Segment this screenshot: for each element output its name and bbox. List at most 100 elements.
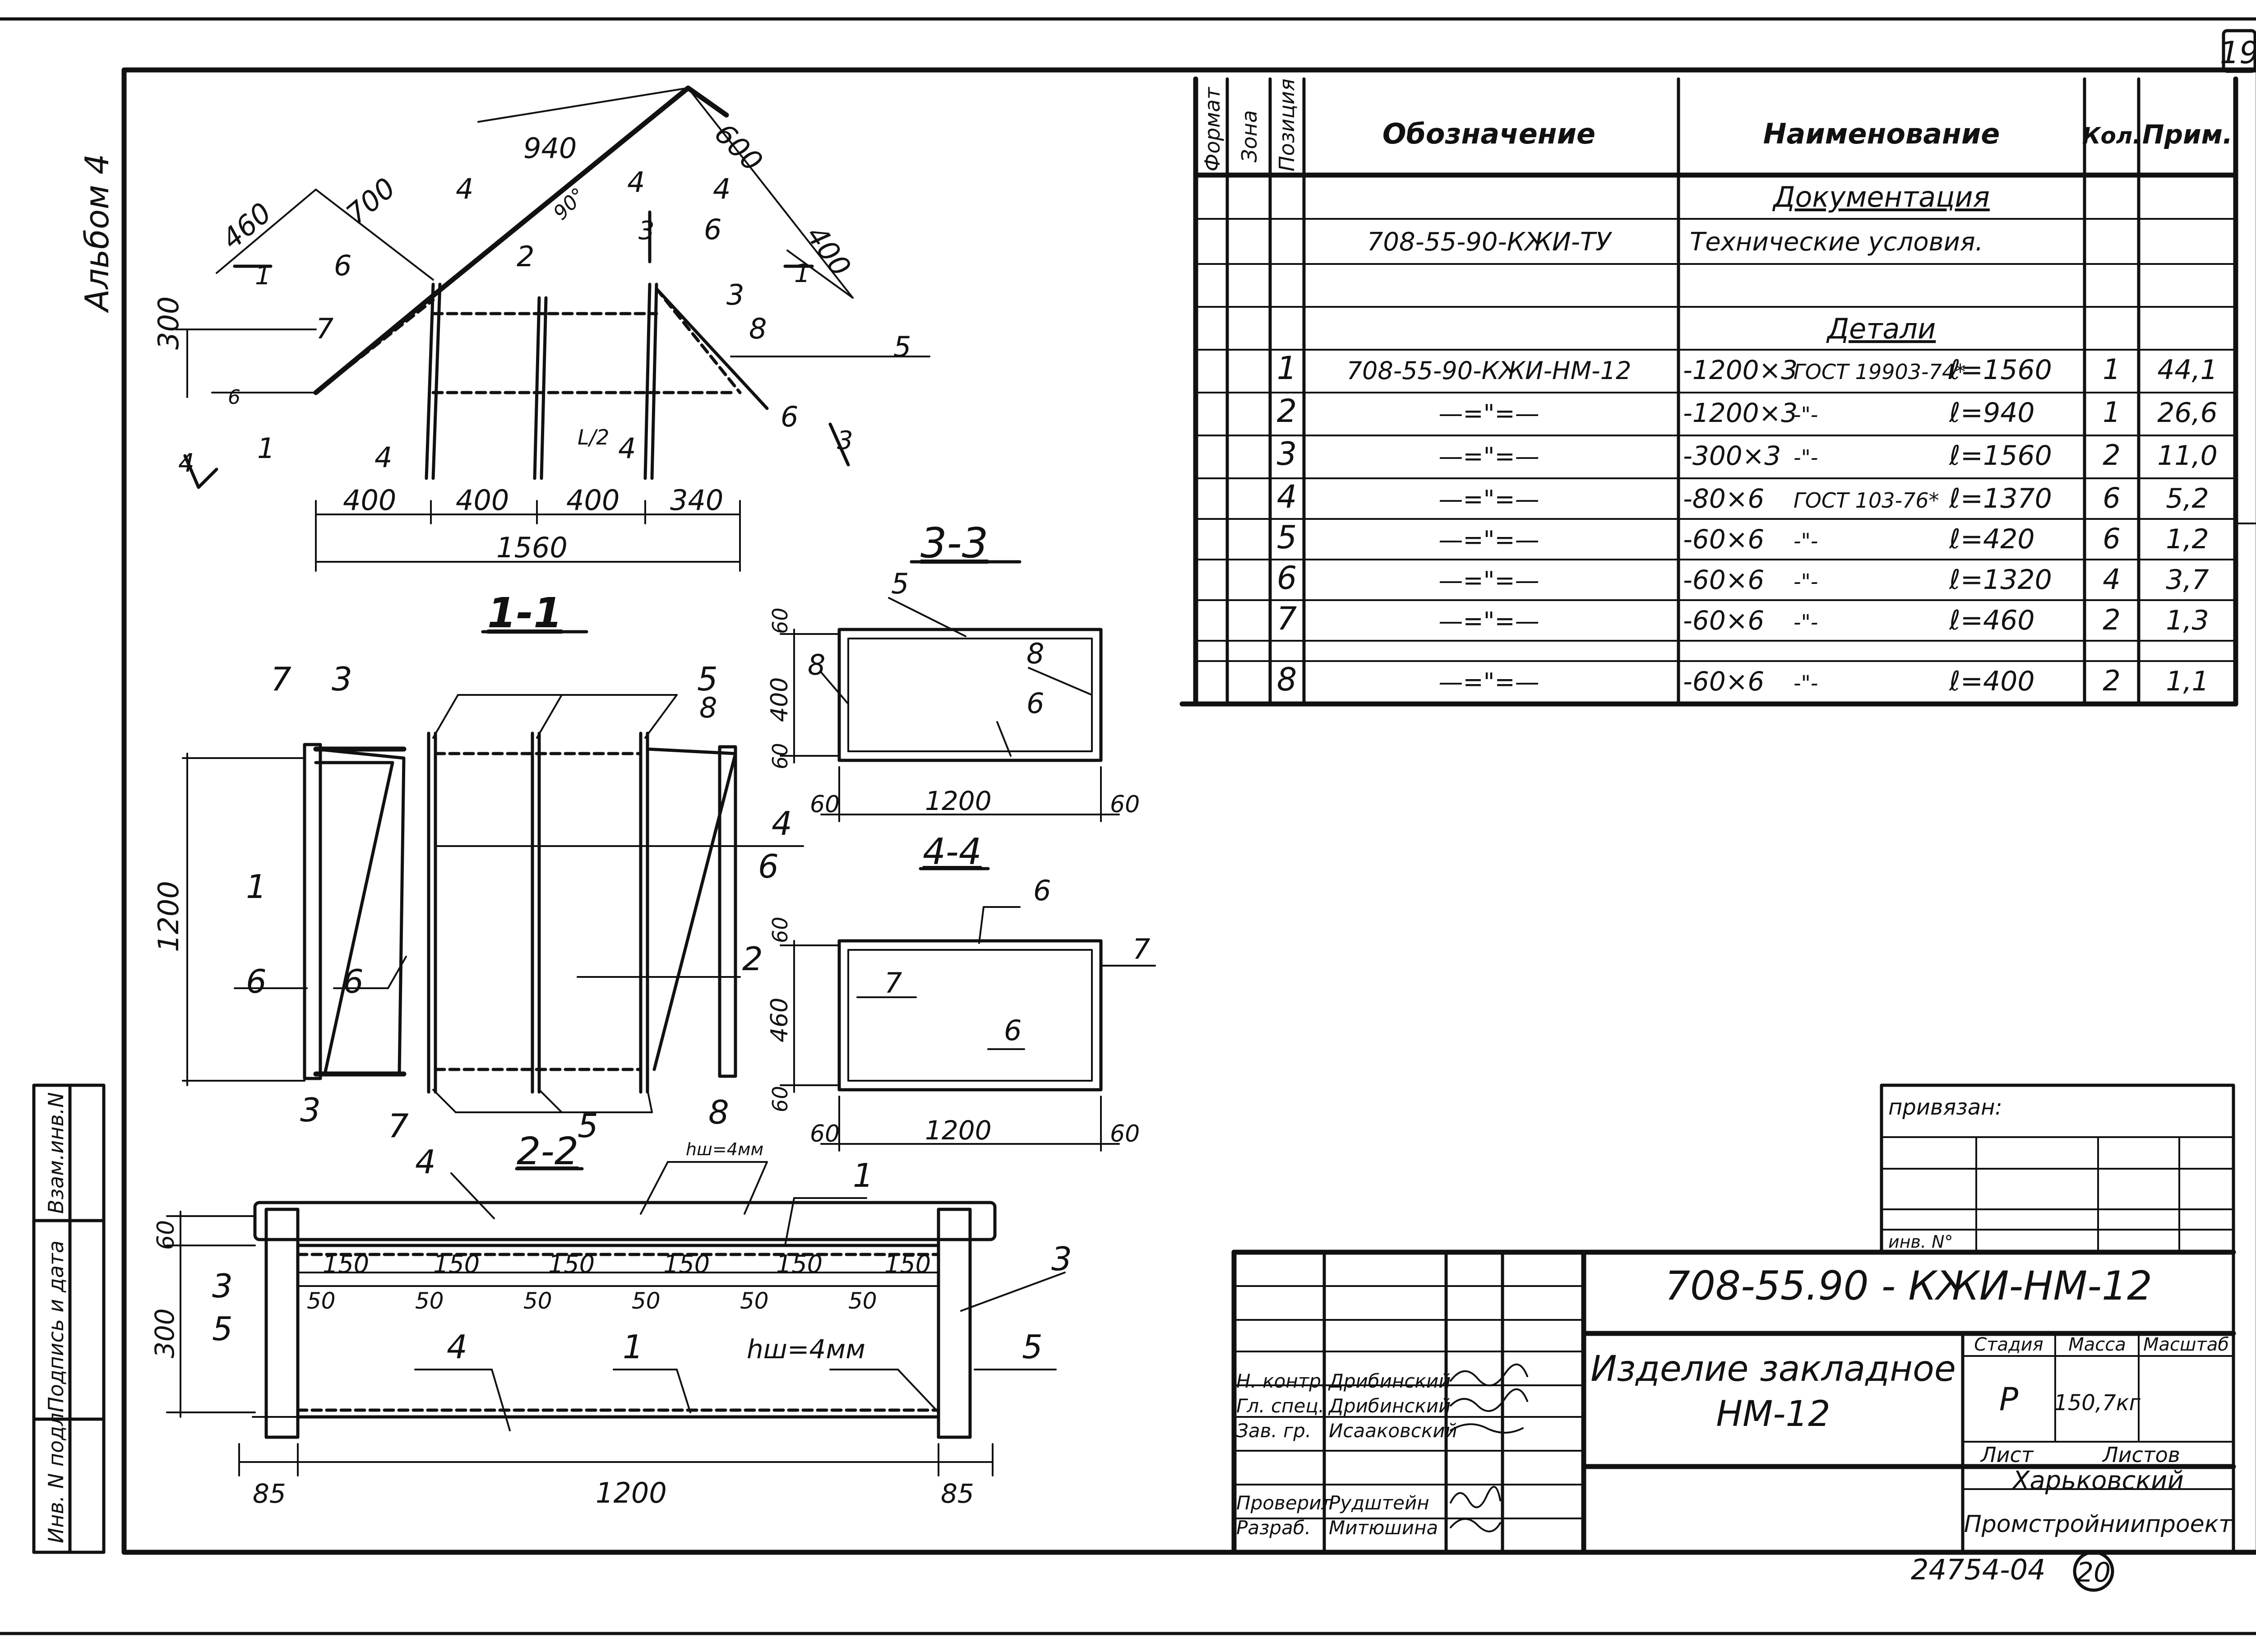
spec-row-2-designation: —="=— xyxy=(1438,399,1539,428)
spec-row-5-length: ℓ=420 xyxy=(1949,523,2035,555)
s22-label-1-top: 1 xyxy=(853,1157,874,1194)
signature-scribbles xyxy=(1450,1363,1528,1532)
s44-label-6-top: 6 xyxy=(1033,874,1051,907)
s11-label-5-bottom: 5 xyxy=(578,1107,598,1145)
s22-label-5-left: 5 xyxy=(212,1310,233,1348)
plan-cut-3-bottom: 3 xyxy=(837,426,853,455)
s22-dim-150-4: 150 xyxy=(663,1250,710,1278)
section-1-1-height: 1200 xyxy=(152,881,185,952)
s11-label-3-bottom: 3 xyxy=(300,1091,321,1129)
plan-dim-400-a: 400 xyxy=(343,484,396,517)
s22-dim-50-2: 50 xyxy=(415,1288,444,1314)
plan-label-6-b: 6 xyxy=(781,400,798,433)
s11-label-6-a: 6 xyxy=(246,963,267,1000)
spec-row-8-pos: 8 xyxy=(1277,661,1297,698)
tb-masshtab-label: Масштаб xyxy=(2143,1334,2229,1355)
plan-label-5: 5 xyxy=(893,330,911,363)
spec-row-6-mass: 3,7 xyxy=(2166,564,2209,596)
spec-row-4-gost: ГОСТ 103-76* xyxy=(1794,488,1939,513)
s22-label-1-bottom: 1 xyxy=(623,1328,643,1366)
plan-dim-400-b: 400 xyxy=(456,484,509,517)
spec-row-1-length: ℓ=1560 xyxy=(1949,354,2052,386)
drawing-frame xyxy=(121,67,2256,1555)
spec-row-6-designation: —="=— xyxy=(1438,566,1539,595)
s11-label-4: 4 xyxy=(772,805,792,842)
spec-row-6-pos: 6 xyxy=(1277,560,1297,597)
spec-row-1-pos: 1 xyxy=(1277,350,1297,387)
s11-label-1: 1 xyxy=(246,868,267,906)
section-4-4-texts: 4-4 60 460 60 60 1200 60 6 7 7 6 xyxy=(766,831,1150,1148)
tb-code: 708-55.90 - КЖИ-НМ-12 xyxy=(1665,1263,2152,1309)
tb-stadia-label: Стадия xyxy=(1974,1334,2043,1355)
s11-note-weld: hш=4мм xyxy=(686,1139,763,1159)
plan-cut-1-right: 1 xyxy=(794,259,810,288)
binding-privyazan: привязан: xyxy=(1888,1095,2002,1120)
spec-row-6-qty: 4 xyxy=(2103,563,2120,596)
plan-label-2: 2 xyxy=(517,240,534,273)
s22-label-5-right: 5 xyxy=(1022,1328,1043,1366)
s11-label-3: 3 xyxy=(332,660,352,698)
spec-row-4-mass: 5,2 xyxy=(2166,483,2209,514)
tb-listov-label: Листов xyxy=(2102,1443,2180,1467)
spec-row-1-gost: ГОСТ 19903-74* xyxy=(1794,360,1965,384)
s22-dim-50-6: 50 xyxy=(848,1288,877,1314)
plan-label-4-b: 4 xyxy=(627,166,645,199)
s22-label-3-right: 3 xyxy=(1051,1240,1072,1278)
plan-label-4-top: 4 xyxy=(456,172,473,205)
s22-label-4-top: 4 xyxy=(415,1143,436,1181)
s44-dim-60-bottom: 60 xyxy=(768,1086,792,1112)
section-2-2-title: 2-2 xyxy=(517,1129,578,1173)
tb-role-3: Проверил xyxy=(1236,1492,1333,1514)
tb-item-name-2: НМ-12 xyxy=(1716,1394,1830,1435)
spec-row-2-section: -1200×3 xyxy=(1683,398,1798,428)
spec-row-3-gost: -"- xyxy=(1794,445,1818,470)
hdr-poz: Позиция xyxy=(1275,79,1299,171)
spec-row-2-mass: 26,6 xyxy=(2157,397,2218,429)
s22-dim-1200: 1200 xyxy=(596,1476,667,1509)
hdr-naimenovanie: Наименование xyxy=(1763,117,2000,150)
spec-row-8-designation: —="=— xyxy=(1438,668,1539,696)
plan-label-6-a: 6 xyxy=(334,249,351,282)
binding-box: привязан: инв. N° xyxy=(1880,1083,2235,1254)
spec-row-1-designation: 708-55-90-КЖИ-НМ-12 xyxy=(1347,356,1632,385)
s33-dim-60-right: 60 xyxy=(1110,791,1140,818)
spec-row-6-gost: -"- xyxy=(1794,569,1818,594)
tb-org-2: Промстройниипроект xyxy=(1964,1511,2233,1538)
plan-dim-340: 340 xyxy=(670,484,723,517)
section-3-3 xyxy=(780,560,1120,822)
sheet-number-box xyxy=(2222,29,2256,73)
stamp-vzam-inv: Взам.инв.N xyxy=(44,1092,68,1214)
s33-label-8-left: 8 xyxy=(808,648,825,681)
plan-dim-460: 460 xyxy=(216,196,278,255)
section-4-4-title: 4-4 xyxy=(923,831,982,873)
plan-cut-4: 4 xyxy=(178,449,194,478)
doc-name: Технические условия. xyxy=(1690,227,1983,257)
spec-rows: 1 708-55-90-КЖИ-НМ-12 -1200×3 ГОСТ 19903-74… xyxy=(1277,350,2218,698)
plan-dim-940: 940 xyxy=(523,132,577,165)
tb-name-1: Дрибинский xyxy=(1328,1395,1451,1417)
spec-table: Формат Зона Позиция Обозначение Наименов… xyxy=(1179,76,2256,707)
tb-stadia: Р xyxy=(1999,1381,2019,1418)
spec-row-5-mass: 1,2 xyxy=(2166,523,2209,555)
spec-row-1-mass: 44,1 xyxy=(2157,354,2218,386)
plan-label-6-left: 6 xyxy=(228,386,240,409)
s44-dim-460: 460 xyxy=(766,998,793,1042)
s44-dim-60-top: 60 xyxy=(768,916,792,943)
plan-label-6-c: 6 xyxy=(704,213,721,246)
plan-label-3: 3 xyxy=(726,278,744,311)
sheet-number: 19 xyxy=(2220,35,2256,71)
s11-label-7-bottom: 7 xyxy=(388,1107,409,1145)
section-2-2-texts: 2-2 150 150 150 150 150 150 50 50 50 50 … xyxy=(149,1129,1072,1509)
s22-dim-50-3: 50 xyxy=(523,1288,552,1314)
plan-label-1: 1 xyxy=(257,432,275,465)
s44-label-7-right: 7 xyxy=(1133,933,1150,966)
plan-label-7: 7 xyxy=(316,312,333,345)
s44-label-7-left: 7 xyxy=(884,967,902,1000)
s33-label-6: 6 xyxy=(1026,687,1044,720)
s22-dim-150-2: 150 xyxy=(433,1250,480,1278)
tb-org-1: Харьковский xyxy=(2011,1466,2184,1495)
section-1-1-texts: 1-1 1200 7 3 5 8 4 6 1 6 6 2 3 7 5 8 hш=… xyxy=(152,589,792,1159)
spec-row-7-gost: -"- xyxy=(1794,610,1818,634)
spec-row-7-section: -60×6 xyxy=(1683,605,1764,636)
